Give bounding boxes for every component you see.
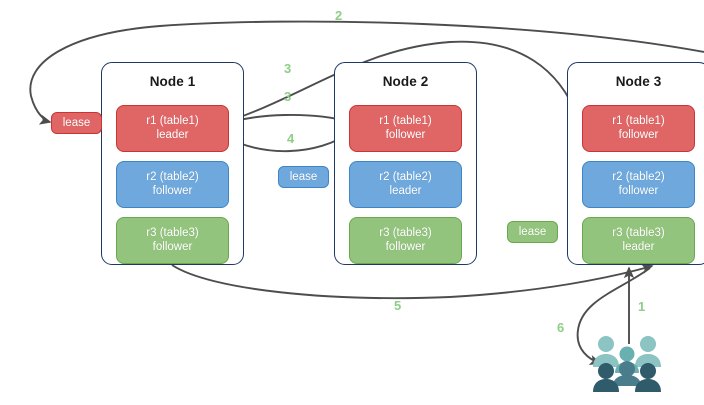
node-1-container[interactable]: Node 1 r1 (table1) leader r2 (table2) fo… xyxy=(101,62,244,265)
node-1-title: Node 1 xyxy=(149,74,196,89)
node-3-title: Node 3 xyxy=(615,74,662,89)
node-2-replica-r3-name: r3 (table3) xyxy=(379,227,432,239)
node-1-replica-r2-name: r2 (table2) xyxy=(146,171,199,183)
node-3-container[interactable]: Node 3 r1 (table1) follower r2 (table2) … xyxy=(567,62,704,265)
node-2-replica-r3[interactable]: r3 (table3) follower xyxy=(349,217,462,264)
node-1-replica-r1[interactable]: r1 (table1) leader xyxy=(116,105,229,152)
node-2-container[interactable]: Node 2 r1 (table1) follower r2 (table2) … xyxy=(334,62,477,265)
node-3-replica-r3-name: r3 (table3) xyxy=(612,227,665,239)
edge-step-5 xyxy=(171,263,654,300)
lease-badge-blue[interactable]: lease xyxy=(278,166,329,188)
step-label-2: 2 xyxy=(335,8,343,23)
lease-badge-green[interactable]: lease xyxy=(507,221,558,243)
step-label-3b: 3 xyxy=(284,89,292,104)
node-3-replica-r1-role: follower xyxy=(618,129,659,141)
edge-step-6 xyxy=(576,267,651,366)
node-1-replica-r1-name: r1 (table1) xyxy=(146,115,199,127)
node-1-replica-r2-role: follower xyxy=(152,185,193,197)
user-figure-back-right xyxy=(635,336,661,367)
user-figure-back-left xyxy=(593,336,619,367)
node-1-replica-r3-role: follower xyxy=(152,241,193,253)
node-2-replica-r3-role: follower xyxy=(385,241,426,253)
node-1-replica-r1-role: leader xyxy=(156,129,189,141)
step-label-1: 1 xyxy=(638,299,646,314)
node-2-title: Node 2 xyxy=(382,74,429,89)
user-figure-front-left xyxy=(593,363,619,392)
node-2-replica-r2-role: leader xyxy=(389,185,422,197)
node-2-replica-r1-role: follower xyxy=(385,129,426,141)
node-3-replica-r1[interactable]: r1 (table1) follower xyxy=(582,105,695,152)
lease-badge-red[interactable]: lease xyxy=(51,112,102,134)
node-1-replica-r3-name: r3 (table3) xyxy=(146,227,199,239)
node-3-replica-list: r1 (table1) follower r2 (table2) followe… xyxy=(568,89,704,276)
node-2-replica-list: r1 (table1) follower r2 (table2) leader … xyxy=(335,89,476,276)
node-3-replica-r1-name: r1 (table1) xyxy=(612,115,665,127)
edge-step-3-upper xyxy=(218,40,580,125)
node-3-replica-r2[interactable]: r2 (table2) follower xyxy=(582,161,695,208)
step-label-5: 5 xyxy=(394,298,402,313)
node-3-replica-r2-role: follower xyxy=(618,185,659,197)
node-2-replica-r1[interactable]: r1 (table1) follower xyxy=(349,105,462,152)
node-1-replica-list: r1 (table1) leader r2 (table2) follower … xyxy=(102,89,243,276)
users-group-icon xyxy=(593,336,661,392)
node-3-replica-r3[interactable]: r3 (table3) leader xyxy=(582,217,695,264)
user-figure-front-right xyxy=(635,363,661,392)
node-3-replica-r3-role: leader xyxy=(622,241,655,253)
node-3-replica-r2-name: r2 (table2) xyxy=(612,171,665,183)
user-figure-front-center xyxy=(613,361,641,386)
step-label-6: 6 xyxy=(557,320,565,335)
edge-step-2 xyxy=(29,20,704,125)
node-1-replica-r2[interactable]: r2 (table2) follower xyxy=(116,161,229,208)
step-label-3a: 3 xyxy=(284,61,292,76)
node-1-replica-r3[interactable]: r3 (table3) follower xyxy=(116,217,229,264)
step-label-4: 4 xyxy=(287,131,295,146)
node-2-replica-r2-name: r2 (table2) xyxy=(379,171,432,183)
node-2-replica-r2[interactable]: r2 (table2) leader xyxy=(349,161,462,208)
node-2-replica-r1-name: r1 (table1) xyxy=(379,115,432,127)
